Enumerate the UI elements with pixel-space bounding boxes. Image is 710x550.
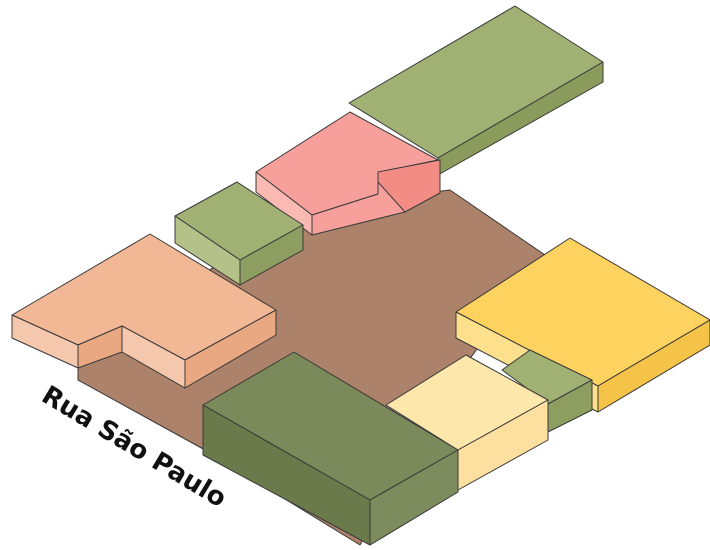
pink-l-block — [255, 111, 441, 236]
light-yellow-block — [385, 354, 549, 491]
small-green-block-east — [501, 349, 593, 433]
small-green-block — [174, 181, 304, 286]
peach-l-block — [11, 233, 277, 389]
dark-green-block — [202, 351, 459, 546]
